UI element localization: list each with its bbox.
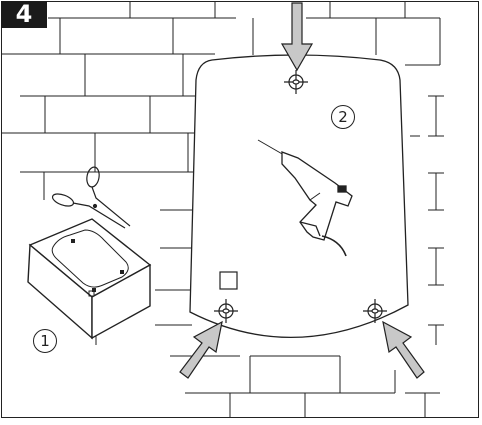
step-number-badge: 4 xyxy=(1,1,47,28)
arrow-icon xyxy=(280,2,314,72)
callout-2: 2 xyxy=(331,105,355,129)
callout-1: 1 xyxy=(33,329,57,353)
drill-hole-crosshair xyxy=(284,70,308,94)
arrow-icon xyxy=(382,320,425,379)
power-drill-icon xyxy=(257,139,353,257)
diagram-frame xyxy=(1,1,479,418)
template-square-mark xyxy=(219,271,238,290)
drill-hole-crosshair xyxy=(363,299,387,323)
arrow-icon xyxy=(179,320,223,379)
drill-hole-crosshair xyxy=(214,299,238,323)
device-box-icon xyxy=(27,218,152,340)
mounting-template xyxy=(189,54,409,338)
scissors-icon xyxy=(51,166,131,229)
